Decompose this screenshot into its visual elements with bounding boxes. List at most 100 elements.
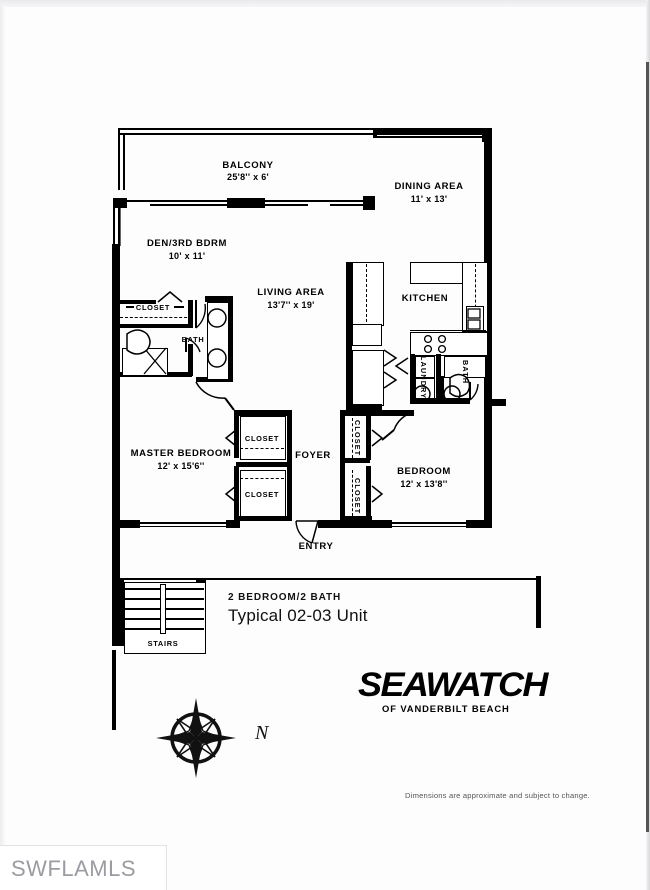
wall-balcony-sill-left xyxy=(113,198,127,208)
window-top-right xyxy=(377,136,489,138)
wall-foyer-closet-mid xyxy=(340,458,370,463)
room-dim-bedroom2: 12' x 13'8'' xyxy=(400,479,448,489)
room-dim-dining: 11' x 13' xyxy=(410,194,448,204)
label-bath-master: BATH xyxy=(181,335,205,344)
watermark-text: SWFLAMLS xyxy=(11,856,137,881)
range-counter xyxy=(410,332,488,356)
wall-south-east xyxy=(466,520,492,528)
balcony-rail-left2 xyxy=(123,133,125,190)
slider-balcony-1b xyxy=(150,204,232,206)
shower-stall xyxy=(122,348,168,376)
counter-pantry-upper xyxy=(352,262,384,326)
wall-foyer-closet-right-l xyxy=(366,466,371,520)
wall-laundry-left xyxy=(410,354,415,398)
wall-foyer-closet-bottom xyxy=(340,516,372,521)
label-closet-foyer-upper: CLOSET xyxy=(353,420,362,457)
room-label-den: DEN/3RD BDRM xyxy=(146,238,228,249)
window-south-master xyxy=(140,522,228,524)
room-dim-living: 13'7'' x 19' xyxy=(267,300,315,310)
label-laundry: LAUNDRY xyxy=(419,356,428,400)
wall-bath-vert-a xyxy=(188,300,193,328)
wall-closet-master-right xyxy=(287,410,292,520)
disclaimer-text: Dimensions are approximate and subject t… xyxy=(405,791,590,800)
watermark-badge: SWFLAMLS xyxy=(0,845,167,890)
closet-master-upper-box xyxy=(240,416,286,460)
wall-closet-master-left xyxy=(234,410,239,458)
divider-title-line xyxy=(206,578,540,580)
tub-master xyxy=(207,302,229,380)
closet-master-upper-shelf xyxy=(240,448,284,449)
label-closet-den: CLOSET xyxy=(135,303,171,312)
window-south-master-b xyxy=(140,526,228,528)
wall-guestbath-div xyxy=(440,376,444,400)
sink-basin xyxy=(466,306,484,332)
closet-master-lower-shelf xyxy=(240,478,284,479)
wall-top-right-window xyxy=(373,133,377,138)
label-closet-foyer-lower: CLOSET xyxy=(353,478,362,515)
closet-foyer-lower-shelf xyxy=(352,470,353,516)
logo-tagline-text: OF VANDERBILT BEACH xyxy=(382,703,510,714)
compass-north-label: N xyxy=(255,722,269,744)
wall-foyer-closet-top xyxy=(340,410,388,416)
counter-pantry-mid xyxy=(352,324,382,346)
room-label-foyer: FOYER xyxy=(295,450,331,461)
counter-pantry-lower xyxy=(352,350,384,406)
slider-balcony-3 xyxy=(318,200,368,202)
door-closet-den xyxy=(157,290,183,303)
wall-guestbath-bottom xyxy=(410,398,470,404)
closet-foyer-upper-shelf xyxy=(352,418,353,458)
wall-exterior-east-lower xyxy=(484,404,492,528)
wall-south-west xyxy=(112,520,140,528)
room-label-kitchen: KITCHEN xyxy=(401,293,449,304)
wall-bath-right-vert xyxy=(228,296,233,382)
wall-den-closet-top xyxy=(120,300,156,304)
wall-closet-master-mid xyxy=(236,462,288,467)
window-south-bedroom xyxy=(390,522,468,524)
logo-brand-text: SEAWATCH xyxy=(358,666,548,704)
compass-container: N xyxy=(160,700,280,780)
kitchen-counter-edge xyxy=(410,330,486,332)
window-west-upper-b xyxy=(118,208,120,246)
wall-foyer-closet-right-u xyxy=(366,412,371,460)
wall-bath-right xyxy=(205,296,233,302)
room-label-stairs: STAIRS xyxy=(147,639,179,648)
window-south-bedroom-b xyxy=(390,526,468,528)
wall-laundry-right xyxy=(436,354,441,398)
room-dim-master: 12' x 15'6'' xyxy=(157,461,205,471)
title-block: 2 BEDROOM/2 BATH Typical 02-03 Unit xyxy=(228,592,368,626)
wall-stair-left xyxy=(112,578,124,646)
wall-exterior-east xyxy=(484,128,492,404)
balcony-rail-inner xyxy=(118,133,373,135)
room-dim-balcony: 25'8'' x 6' xyxy=(227,172,269,182)
wall-below-stairs xyxy=(112,650,116,730)
wall-exterior-west xyxy=(112,244,120,528)
laundry-washer xyxy=(415,356,435,378)
wall-stub-east xyxy=(484,399,506,406)
wall-closet-master-left2 xyxy=(234,466,239,521)
room-label-master: MASTER BEDROOM xyxy=(130,448,232,459)
wall-foyer-closet-left xyxy=(340,410,345,520)
wall-top-right xyxy=(373,128,492,135)
seawatch-logo: SEAWATCH OF VANDERBILT BEACH xyxy=(358,668,558,714)
wall-living-kitchen xyxy=(346,262,352,410)
wall-title-right-end xyxy=(536,576,541,628)
wall-closet-master-top xyxy=(236,410,292,416)
slider-balcony-2b xyxy=(258,204,308,206)
closet-den-shelf xyxy=(120,317,192,318)
slider-balcony-2 xyxy=(265,200,323,202)
label-closet-master-upper: CLOSET xyxy=(244,434,280,443)
counter-kitchen-dash xyxy=(475,264,476,328)
closet-den-leader-left xyxy=(126,306,134,308)
balcony-rail-outer xyxy=(118,128,490,130)
room-label-balcony: BALCONY xyxy=(222,160,274,171)
room-dim-den: 10' x 11' xyxy=(168,251,206,261)
slider-balcony-post xyxy=(227,198,265,208)
room-label-living: LIVING AREA xyxy=(257,287,325,298)
wall-bedroom2-top xyxy=(370,410,414,416)
room-label-dining: DINING AREA xyxy=(394,181,464,192)
stair-base-line xyxy=(124,578,204,580)
scan-artifact-bar xyxy=(646,62,649,832)
slider-balcony-1 xyxy=(127,200,227,202)
